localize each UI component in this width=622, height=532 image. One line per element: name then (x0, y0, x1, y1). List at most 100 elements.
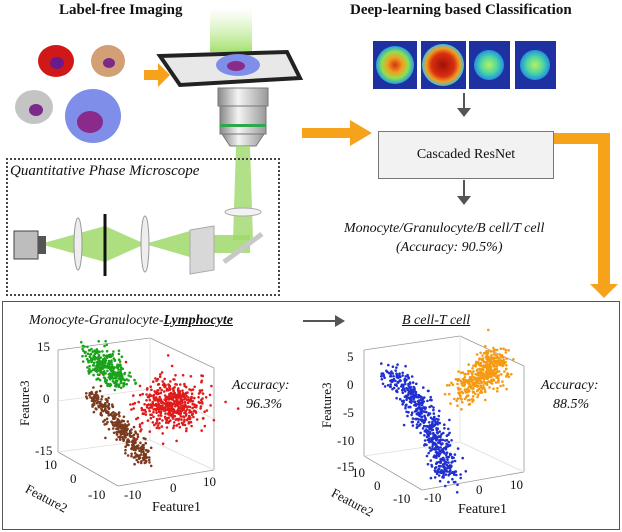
left-z-tick: 15 (37, 339, 50, 354)
b-cell-point (405, 410, 408, 414)
t-cell-point (478, 367, 481, 371)
granulocyte-point (119, 366, 123, 369)
lymphocyte-point (142, 448, 145, 451)
t-cell-point (502, 356, 505, 359)
t-cell-point (482, 360, 486, 364)
monocyte-point (151, 400, 154, 404)
t-cell-point (460, 371, 463, 375)
b-cell-point (439, 446, 443, 449)
monocyte-point (157, 414, 160, 417)
monocyte-point (156, 424, 160, 427)
b-cell-point (432, 408, 435, 412)
b-cell-point (427, 413, 431, 416)
t-cell-point (443, 392, 447, 396)
right-accuracy-value: 88.5% (553, 397, 590, 412)
t-cell-point (482, 364, 485, 368)
t-cell-point (484, 398, 487, 402)
granulocyte-point (91, 368, 95, 371)
t-cell-point (480, 391, 484, 394)
lymphocyte-point (127, 439, 131, 443)
b-cell-point (437, 474, 441, 477)
b-cell-point (433, 437, 437, 440)
t-cell-point (480, 376, 484, 380)
t-cell-point (490, 354, 493, 357)
b-cell-point (423, 420, 427, 423)
b-cell-point (444, 484, 447, 488)
b-cell-point (431, 420, 434, 424)
b-cell-point (401, 384, 404, 388)
b-cell-point (410, 420, 414, 424)
right-y-tick: 10 (352, 465, 365, 480)
left-x-tick: 10 (203, 474, 216, 489)
monocyte-point (155, 419, 159, 422)
t-cell-point (478, 362, 482, 366)
b-cell-point (438, 479, 442, 483)
lymphocyte-point (90, 392, 93, 396)
monocyte-point (163, 415, 167, 419)
t-cell-point (480, 368, 484, 372)
b-cell-point (426, 399, 429, 403)
lymphocyte-point (125, 424, 129, 428)
lymphocyte-point (92, 410, 96, 414)
lymphocyte-point (134, 439, 137, 442)
arrow-to-results (552, 133, 618, 298)
b-cell-point (399, 379, 402, 383)
t-cell-point (480, 381, 484, 385)
lymphocyte-point (136, 447, 140, 450)
b-cell-point (435, 417, 439, 421)
granulocyte-point (113, 376, 117, 380)
b-cell-point (409, 392, 413, 396)
right-x-tick: 0 (476, 482, 483, 497)
b-cell-point (435, 461, 439, 464)
b-cell-point (443, 423, 446, 427)
t-cell-point (495, 356, 498, 360)
monocyte-point (201, 392, 205, 395)
b-cell-point (390, 370, 393, 373)
lymphocyte-point (141, 456, 145, 460)
b-cell-point (425, 454, 429, 458)
lymphocyte-point (122, 419, 126, 423)
lymphocyte-point (111, 404, 114, 408)
granulocyte-point (87, 372, 91, 375)
left-accuracy-value: 96.3% (246, 397, 283, 412)
monocyte-point (173, 414, 177, 418)
t-cell-point (497, 379, 500, 382)
b-cell-point (429, 449, 432, 453)
t-cell-point (496, 387, 499, 390)
monocyte-point (184, 391, 188, 395)
b-cell-point (407, 391, 411, 395)
b-cell-point (395, 372, 398, 376)
monocyte-point (172, 400, 176, 403)
monocyte-point (145, 393, 148, 396)
b-cell-point (410, 411, 414, 415)
monocyte-point (198, 389, 202, 392)
monocyte-point (146, 419, 150, 422)
t-cell-point (507, 349, 510, 352)
lymphocyte-point (147, 458, 151, 462)
b-cell-point (380, 375, 383, 378)
b-cell-point (407, 396, 411, 400)
b-cell-point (396, 363, 399, 366)
granulocyte-point (119, 381, 122, 385)
lymphocyte-point (114, 412, 117, 415)
monocyte-point (175, 399, 178, 403)
monocyte-point (159, 414, 163, 417)
monocyte-point (163, 385, 166, 388)
b-cell-point (427, 425, 431, 429)
monocyte-point (182, 398, 186, 401)
b-cell-point (438, 409, 441, 413)
b-cell-point (448, 472, 452, 476)
b-cell-point (445, 463, 449, 467)
lymphocyte-point (127, 423, 131, 426)
b-cell-point (401, 374, 405, 377)
monocyte-point (148, 398, 152, 402)
b-cell-point (389, 385, 392, 389)
b-cell-point (413, 403, 416, 407)
monocyte-point (147, 407, 151, 410)
monocyte-point (190, 392, 194, 396)
arrow-to-sample (144, 63, 170, 87)
b-cell-point (453, 453, 457, 456)
lymphocyte-point (112, 417, 115, 421)
resnet-box: Cascaded ResNet (378, 131, 554, 179)
granulocyte-point (81, 347, 84, 351)
